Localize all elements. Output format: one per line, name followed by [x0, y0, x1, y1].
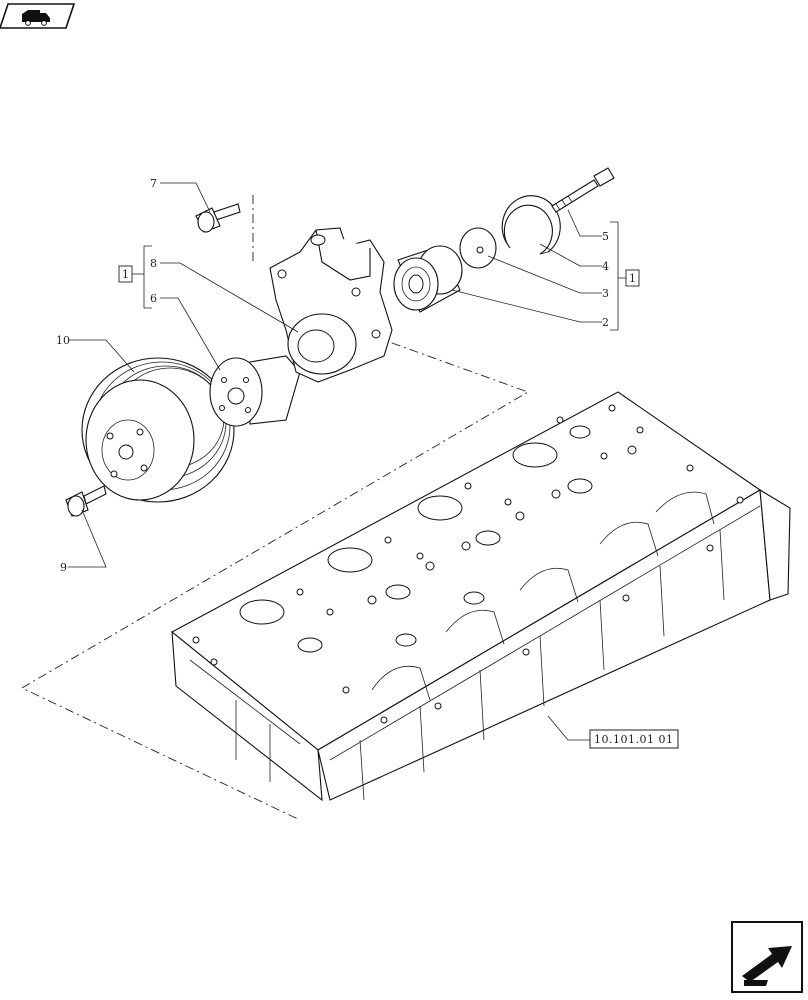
flange-bolt-7	[195, 203, 241, 233]
leader-lines	[68, 182, 602, 741]
callout-2: 2	[602, 316, 609, 329]
callout-10: 10	[56, 334, 70, 347]
group-label-left: 1	[122, 268, 129, 281]
callout-7: 7	[150, 177, 157, 190]
group-bracket-right: 1	[610, 221, 640, 331]
callouts: 7 8 6 10 9 5 4 3 2	[56, 177, 609, 574]
callout-5: 5	[602, 230, 609, 243]
reference-label: 10.101.01 01	[594, 733, 673, 746]
callout-3: 3	[602, 287, 609, 300]
pulley	[81, 357, 235, 503]
assembly-envelope-line	[21, 195, 530, 821]
group-bracket-left: 1	[118, 245, 152, 309]
next-page-arrow-icon[interactable]	[731, 921, 803, 993]
cylinder-head	[171, 391, 791, 802]
callout-4: 4	[602, 260, 609, 273]
callout-8: 8	[150, 257, 157, 270]
truck-nav-icon[interactable]	[0, 3, 76, 29]
water-pump-housing	[269, 227, 393, 383]
pump-hub	[209, 355, 301, 427]
callout-6: 6	[150, 292, 157, 305]
reference-link[interactable]: 10.101.01 01	[589, 729, 679, 749]
long-bolt	[551, 167, 615, 213]
group-label-right: 1	[629, 272, 636, 285]
pump-bearing	[393, 245, 463, 313]
snap-ring	[501, 195, 561, 255]
seal-cap	[459, 227, 497, 269]
flange-bolt-9	[65, 485, 107, 517]
callout-9: 9	[60, 561, 67, 574]
